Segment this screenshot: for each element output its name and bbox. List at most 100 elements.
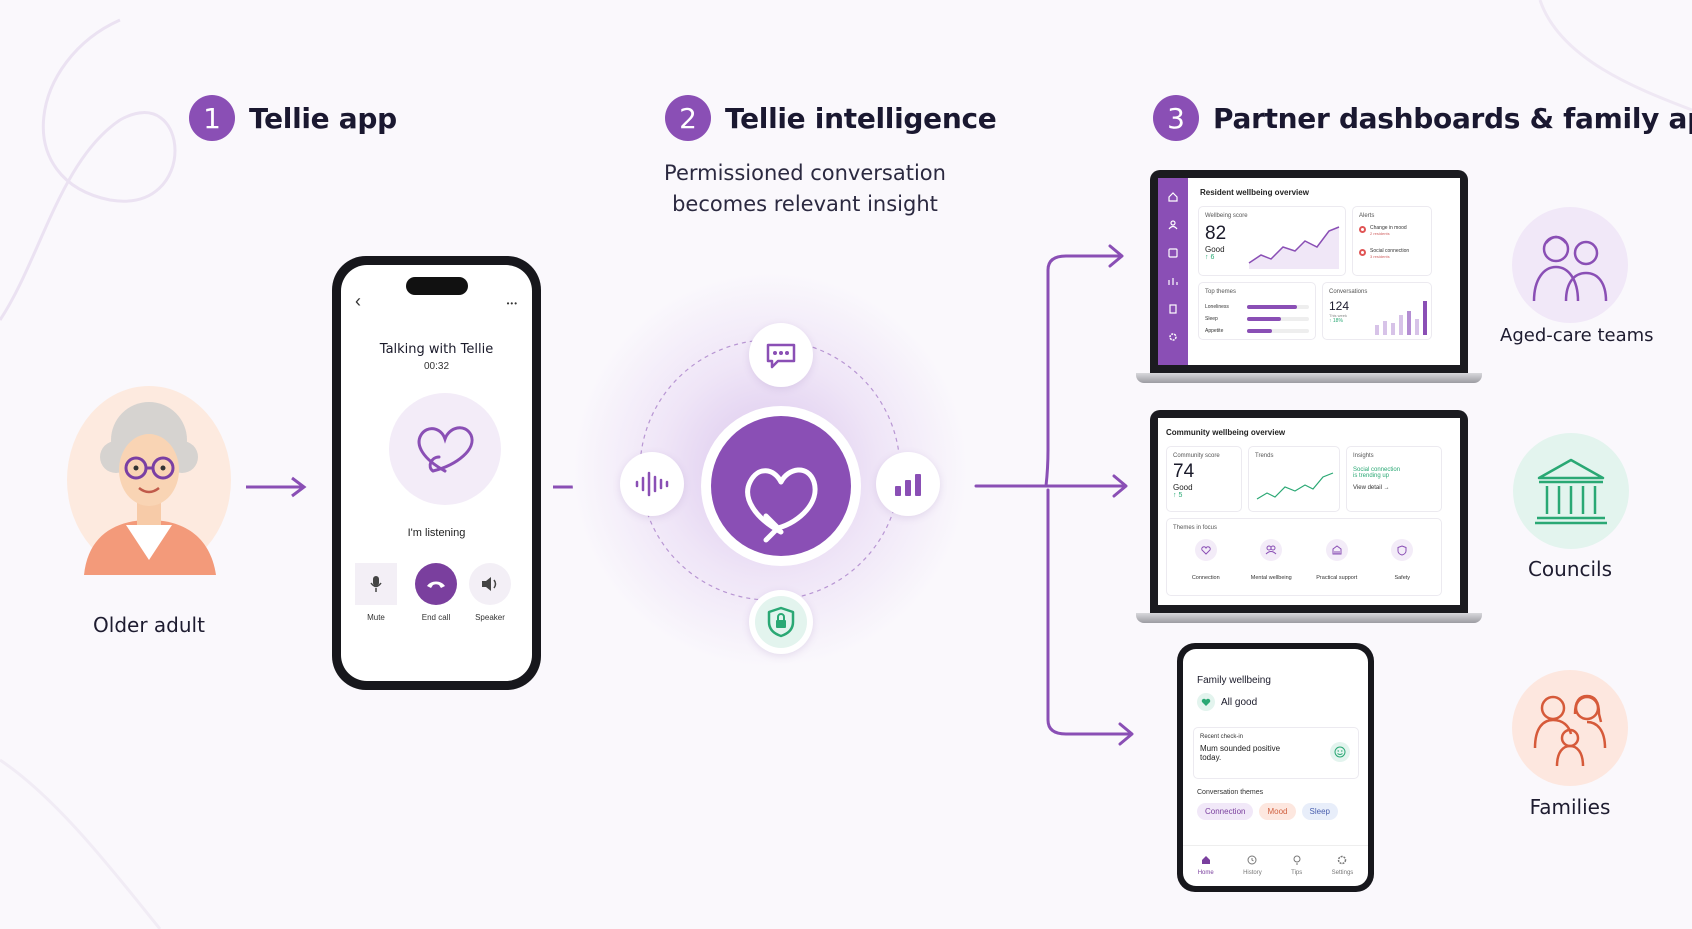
focus-item-connection[interactable]: Connection <box>1174 539 1238 581</box>
family-bottom-nav: Home History Tips Settings <box>1183 845 1368 876</box>
step-2-number: 2 <box>665 95 711 141</box>
phone-notch <box>405 277 468 295</box>
subtitle-line-1: Permissioned conversation <box>664 161 946 185</box>
themes-label: Conversation themes <box>1197 789 1264 796</box>
end-call-button[interactable] <box>415 563 457 605</box>
conversations-bar-chart <box>1375 301 1427 335</box>
shield-lock-icon <box>749 590 813 654</box>
score-change: ↑ 6 <box>1205 254 1215 261</box>
speaker-button[interactable] <box>469 563 511 605</box>
theme-row: Loneliness <box>1205 301 1309 313</box>
nav-home[interactable]: Home <box>1198 852 1214 876</box>
focus-label: Themes in focus <box>1173 525 1218 531</box>
theme-pills: Connection Mood Sleep <box>1197 803 1338 820</box>
step-3-title: Partner dashboards & family app <box>1213 101 1692 135</box>
nav-label: Home <box>1197 870 1214 876</box>
themes-in-focus-card[interactable]: Themes in focus Connection Mental wellbe… <box>1166 518 1442 596</box>
theme-pill-mood[interactable]: Mood <box>1259 803 1296 820</box>
alert-title: Change in mood <box>1370 225 1407 231</box>
step-2-header: 2 Tellie intelligence <box>665 95 997 141</box>
checkin-line-2: today. <box>1200 753 1222 762</box>
wellbeing-trend-chart <box>1248 226 1340 269</box>
focus-label-text: Mental wellbeing <box>1250 575 1292 581</box>
theme-bar-track <box>1247 317 1309 321</box>
phone-end-icon <box>427 581 445 588</box>
view-detail-link[interactable]: View detail → <box>1353 485 1390 491</box>
trends-card[interactable]: Trends <box>1248 446 1340 512</box>
nav-history[interactable]: History <box>1243 852 1262 876</box>
score-change: ↑ 5 <box>1173 492 1183 499</box>
branch-arrows <box>974 244 1134 746</box>
home-icon <box>1198 852 1214 870</box>
history-icon <box>1243 852 1262 870</box>
building-icon <box>1325 539 1348 561</box>
inbox-icon[interactable] <box>1166 246 1180 260</box>
home-icon[interactable] <box>1166 190 1180 204</box>
focus-item-mental-wellbeing[interactable]: Mental wellbeing <box>1239 539 1303 581</box>
council-building-icon <box>1513 433 1629 549</box>
step-3-header: 3 Partner dashboards & family app <box>1153 95 1692 141</box>
aged-care-teams-icon <box>1512 207 1628 323</box>
conversations-change: ↑ 18% <box>1329 318 1343 324</box>
more-icon[interactable]: ••• <box>506 299 518 308</box>
aged-care-teams-label: Aged-care teams <box>1500 325 1654 346</box>
chart-icon[interactable] <box>1166 274 1180 288</box>
theme-bar-track <box>1247 329 1309 333</box>
lightbulb-icon <box>1291 852 1302 870</box>
focus-label-text: Safety <box>1394 575 1411 581</box>
theme-bar-track <box>1247 305 1309 309</box>
mute-button[interactable] <box>355 563 397 605</box>
speaker-label: Speaker <box>475 613 505 622</box>
arrow-right-icon <box>246 476 307 498</box>
subtitle-line-2: becomes relevant insight <box>672 192 938 216</box>
step-1-number: 1 <box>189 95 235 141</box>
family-status: All good <box>1197 693 1257 711</box>
theme-pill-connection[interactable]: Connection <box>1197 803 1254 820</box>
alert-title: Social connection <box>1370 248 1410 254</box>
theme-label: Appetite <box>1205 328 1224 334</box>
alert-sub: 3 residents <box>1370 254 1390 259</box>
step-1-header: 1 Tellie app <box>189 95 397 141</box>
checkin-label: Recent check-in <box>1200 734 1244 740</box>
soundwave-icon <box>620 452 684 516</box>
end-call-label: End call <box>421 613 451 622</box>
checkin-line-1: Mum sounded positive <box>1200 744 1281 753</box>
focus-item-practical-support[interactable]: Practical support <box>1305 539 1369 581</box>
nav-label: Settings <box>1331 870 1354 876</box>
alert-dot-icon <box>1359 249 1366 256</box>
insights-card[interactable]: Insights Social connection is trending u… <box>1346 446 1442 512</box>
document-icon[interactable] <box>1166 302 1180 316</box>
aged-care-dashboard: Resident wellbeing overview Wellbeing sc… <box>1158 178 1460 365</box>
wellbeing-score-card[interactable]: Wellbeing score 82 Good ↑ 6 <box>1198 206 1346 276</box>
gear-icon <box>1332 852 1354 870</box>
family-app-device: Family wellbeing All good Recent check-i… <box>1177 643 1374 892</box>
conversations-card[interactable]: Conversations 124 This week ↑ 18% <box>1322 282 1432 340</box>
tellie-phone: ‹ ••• Talking with Tellie 00:32 I'm list… <box>332 256 541 690</box>
trends-line-chart <box>1256 472 1334 500</box>
theme-label: Sleep <box>1205 316 1218 322</box>
gear-icon[interactable] <box>1166 330 1180 344</box>
microphone-icon <box>355 563 397 605</box>
families-icon <box>1512 670 1628 786</box>
user-icon[interactable] <box>1166 218 1180 232</box>
back-icon[interactable]: ‹ <box>355 291 361 311</box>
nav-tips[interactable]: Tips <box>1291 852 1302 876</box>
older-adult-avatar <box>66 385 232 595</box>
council-dashboard: Community wellbeing overview Community s… <box>1158 418 1460 605</box>
recent-checkin-card[interactable]: Recent check-in Mum sounded positive tod… <box>1193 727 1359 779</box>
insight-line-1: Social connection <box>1353 467 1401 473</box>
theme-bar-fill <box>1247 317 1282 321</box>
community-score-card[interactable]: Community score 74 Good ↑ 5 <box>1166 446 1242 512</box>
insights-label: Insights <box>1353 453 1374 459</box>
nav-settings[interactable]: Settings <box>1331 852 1354 876</box>
theme-pill-sleep[interactable]: Sleep <box>1301 803 1338 820</box>
focus-item-safety[interactable]: Safety <box>1370 539 1434 581</box>
green-heart-icon <box>1197 693 1215 711</box>
score-status: Good <box>1173 483 1193 492</box>
